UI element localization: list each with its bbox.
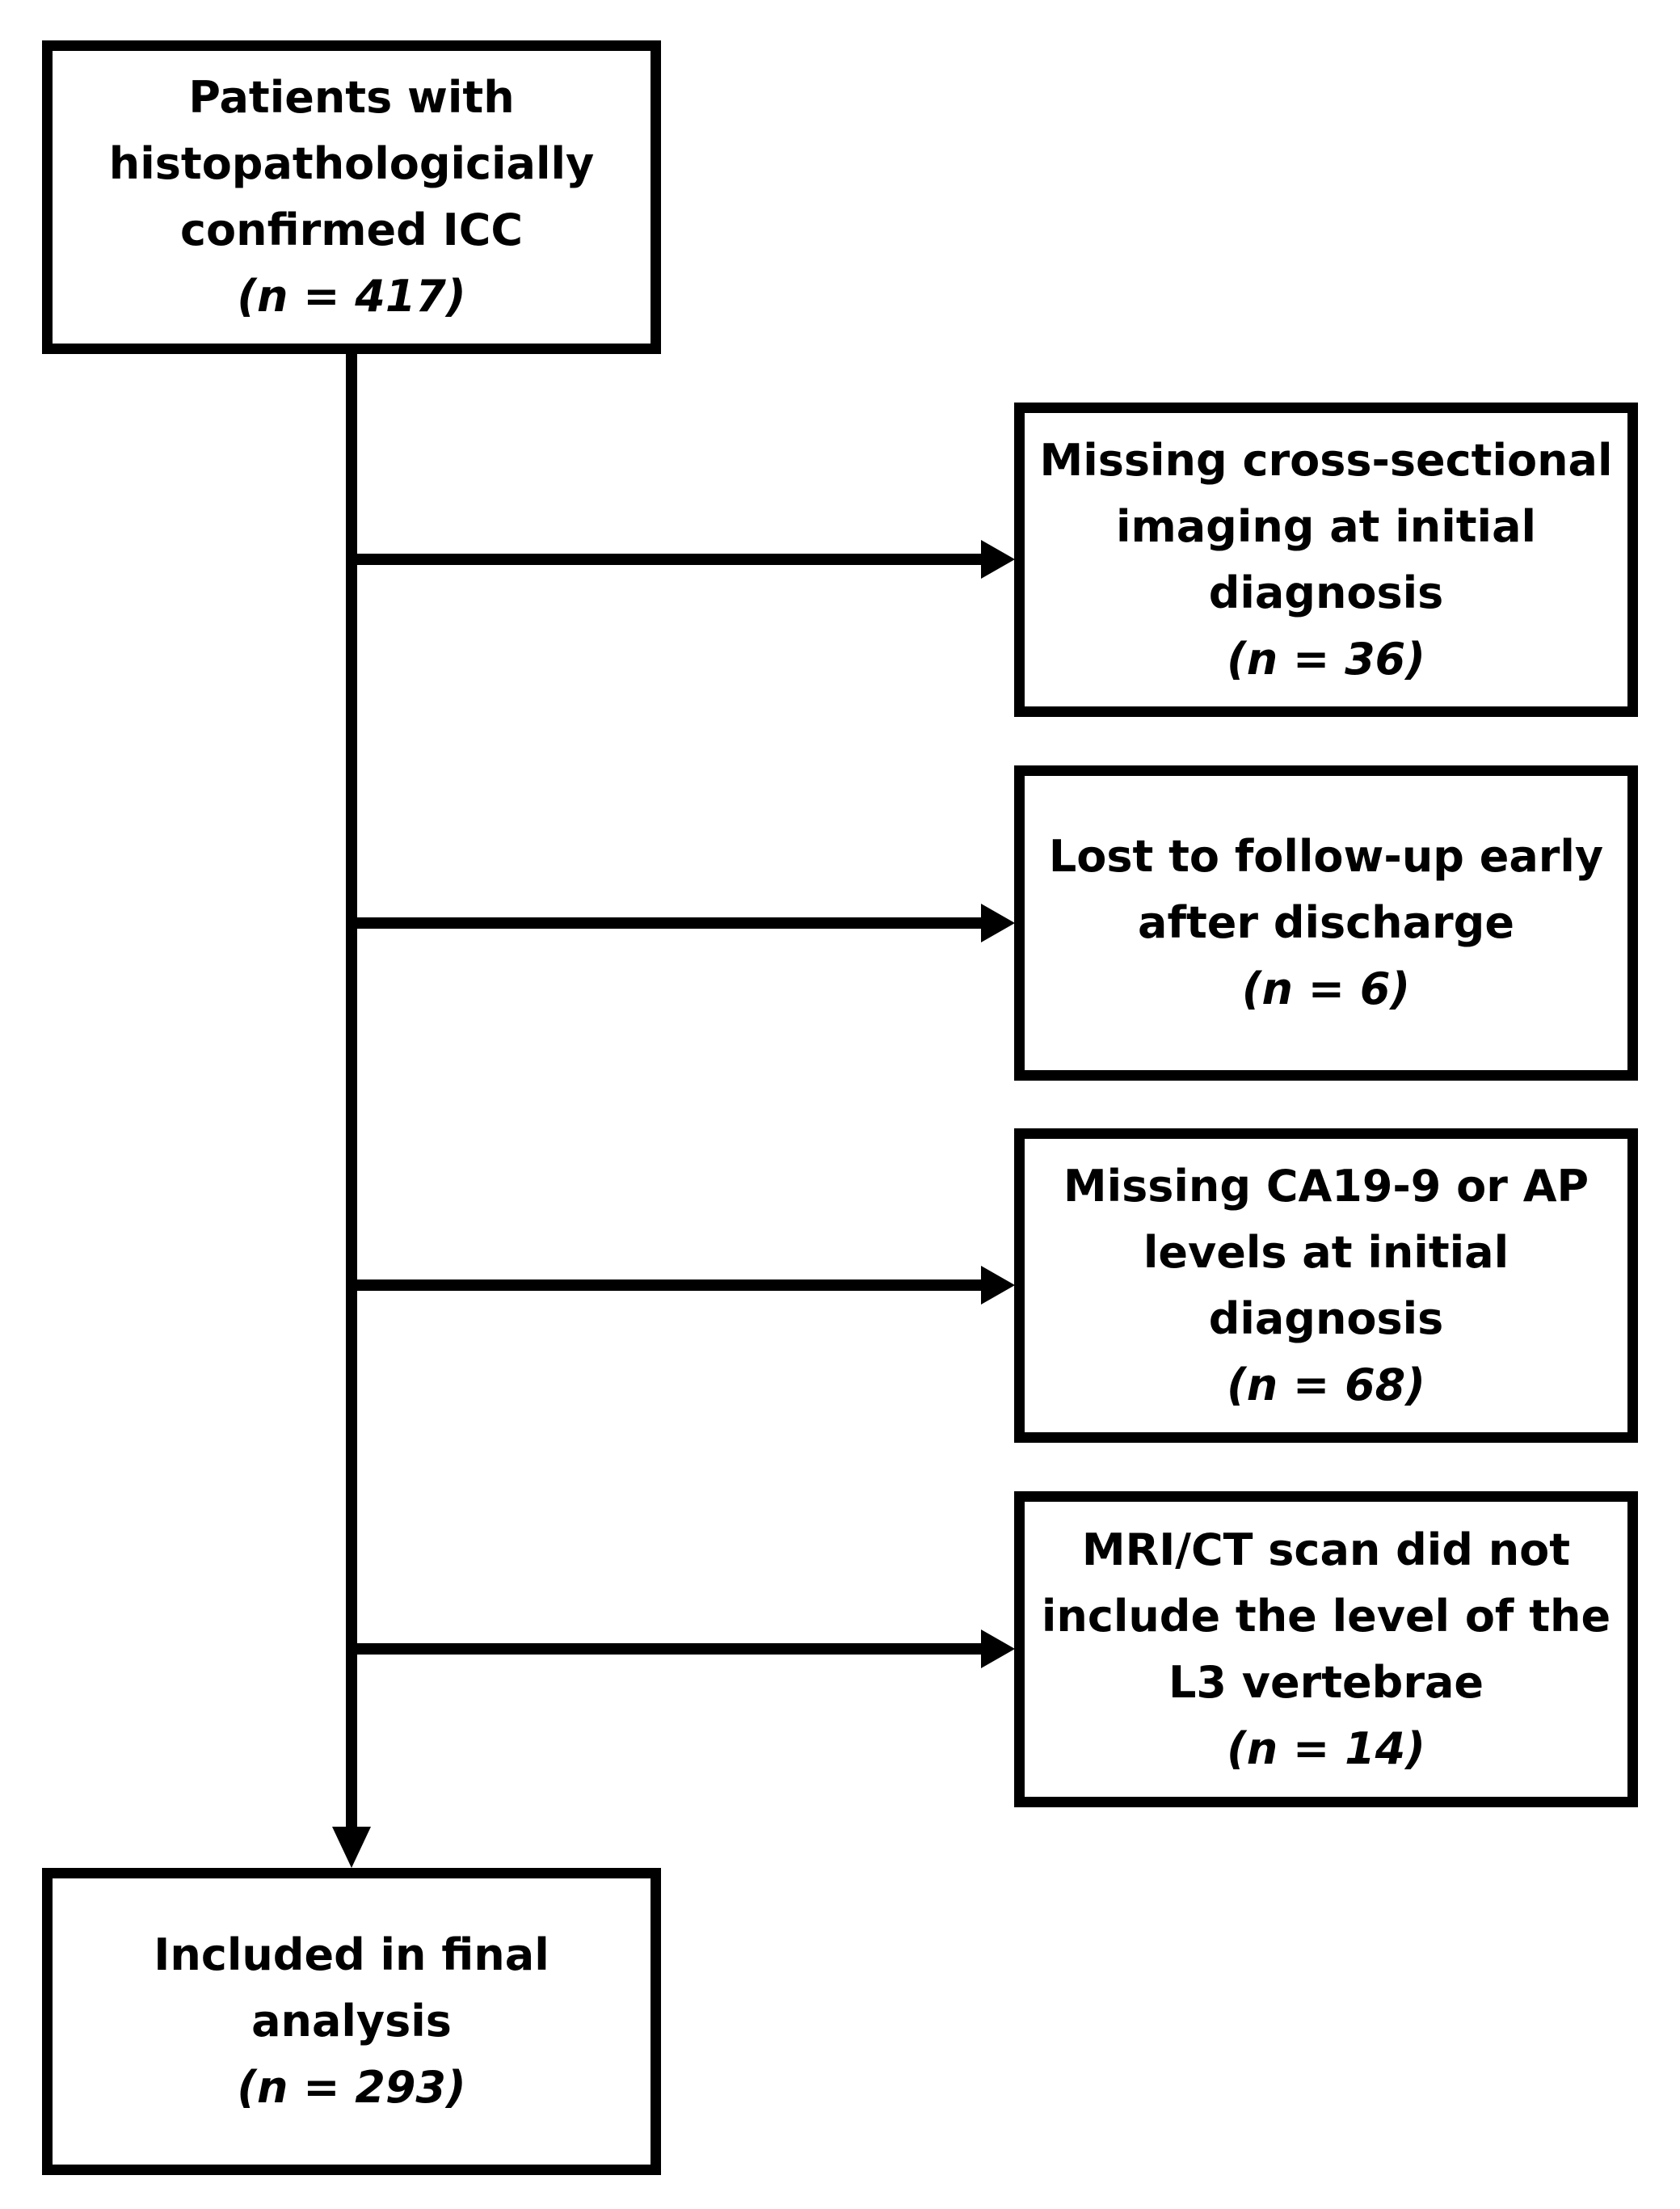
exclusion-box-missing-imaging: Missing cross-sectional imaging at initi… xyxy=(1014,403,1638,717)
arrowhead-to-exclusion-4 xyxy=(981,1629,1015,1668)
arrowhead-to-exclusion-2 xyxy=(981,904,1015,942)
exclusion-3-count: (n = 68) xyxy=(1227,1359,1425,1410)
exclusion-4-line-1: MRI/CT scan did not xyxy=(1081,1524,1571,1575)
exclusion-2-count: (n = 6) xyxy=(1241,963,1411,1014)
exclusion-4-line-3: L3 vertebrae xyxy=(1168,1656,1484,1708)
exclusion-3-line-1: Missing CA19-9 or AP xyxy=(1063,1160,1589,1212)
final-box-line-2: analysis xyxy=(251,1996,452,2047)
arrowhead-to-exclusion-1 xyxy=(981,540,1015,579)
exclusion-1-count: (n = 36) xyxy=(1227,633,1425,685)
start-box-line-2: histopathologicially xyxy=(108,138,595,189)
exclusion-box-scan-missing-l3: MRI/CT scan did not include the level of… xyxy=(1014,1491,1638,1807)
exclusion-1-line-3: diagnosis xyxy=(1208,567,1444,618)
final-box-line-1: Included in final xyxy=(154,1929,549,1980)
final-box-included-in-analysis: Included in final analysis (n = 293) xyxy=(42,1868,661,2175)
exclusion-2-line-1: Lost to follow-up early xyxy=(1048,831,1604,882)
exclusion-3-line-3: diagnosis xyxy=(1208,1292,1444,1344)
final-box-count: (n = 293) xyxy=(237,2062,466,2113)
start-box-line-3: confirmed ICC xyxy=(180,204,523,255)
exclusion-1-line-1: Missing cross-sectional xyxy=(1039,434,1613,486)
arrowhead-to-exclusion-3 xyxy=(981,1266,1015,1305)
start-box-patients-confirmed-icc: Patients with histopathologicially confi… xyxy=(42,40,661,354)
start-box-line-1: Patients with xyxy=(188,72,515,123)
exclusion-box-missing-ca19-9-ap: Missing CA19-9 or AP levels at initial d… xyxy=(1014,1128,1638,1443)
exclusion-box-lost-to-follow-up: Lost to follow-up early after discharge … xyxy=(1014,765,1638,1081)
arrowhead-to-final xyxy=(332,1827,371,1868)
exclusion-2-line-2: after discharge xyxy=(1138,897,1514,948)
exclusion-1-line-2: imaging at initial xyxy=(1115,500,1537,552)
exclusion-4-line-2: include the level of the xyxy=(1041,1590,1611,1642)
start-box-count: (n = 417) xyxy=(237,271,466,322)
exclusion-3-line-2: levels at initial xyxy=(1143,1226,1509,1278)
exclusion-4-count: (n = 14) xyxy=(1227,1722,1425,1774)
